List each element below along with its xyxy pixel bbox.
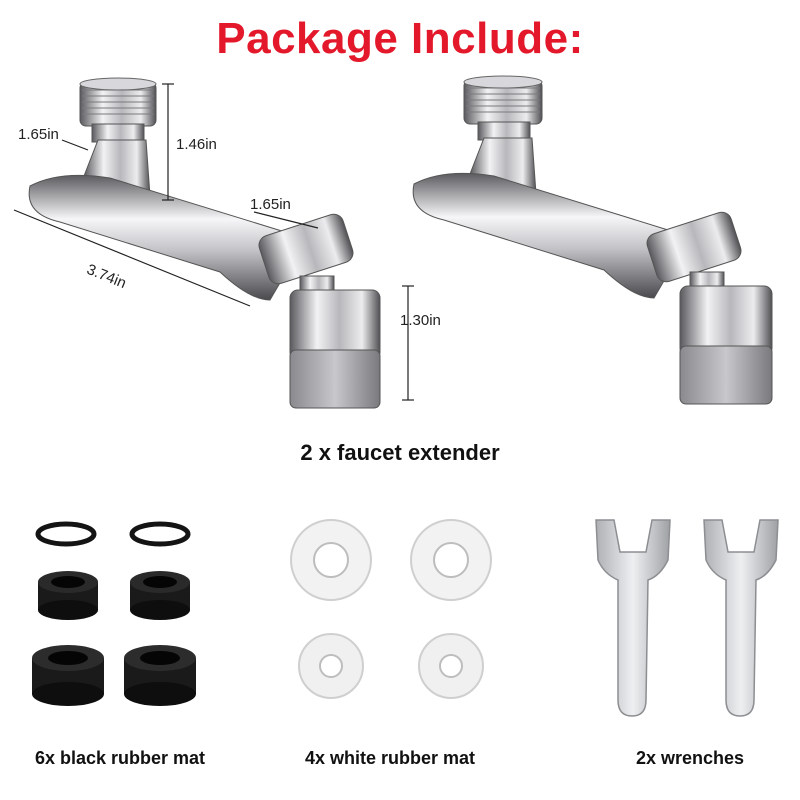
dimension-label-elbow-width: 1.65in <box>250 196 291 213</box>
faucet-extender-right <box>412 75 773 405</box>
caption-black-rubber-mat: 6x black rubber mat <box>34 748 206 768</box>
dimension-label-thread-height: 1.46in <box>176 136 217 153</box>
white-rubber-mats <box>290 519 492 699</box>
caption-faucet-extender: 2 x faucet extender <box>300 440 500 465</box>
faucet-extender-left <box>28 77 381 409</box>
wrenches <box>595 519 779 717</box>
dimension-label-aerator-height: 1.30in <box>400 312 441 329</box>
caption-wrenches: 2x wrenches <box>635 748 745 768</box>
package-title: Package Include: <box>216 14 584 63</box>
black-rubber-mats <box>32 521 196 706</box>
dimension-lines <box>13 83 414 401</box>
dimension-label-thread-width: 1.65in <box>18 126 59 143</box>
caption-white-rubber-mat: 4x white rubber mat <box>304 748 476 768</box>
